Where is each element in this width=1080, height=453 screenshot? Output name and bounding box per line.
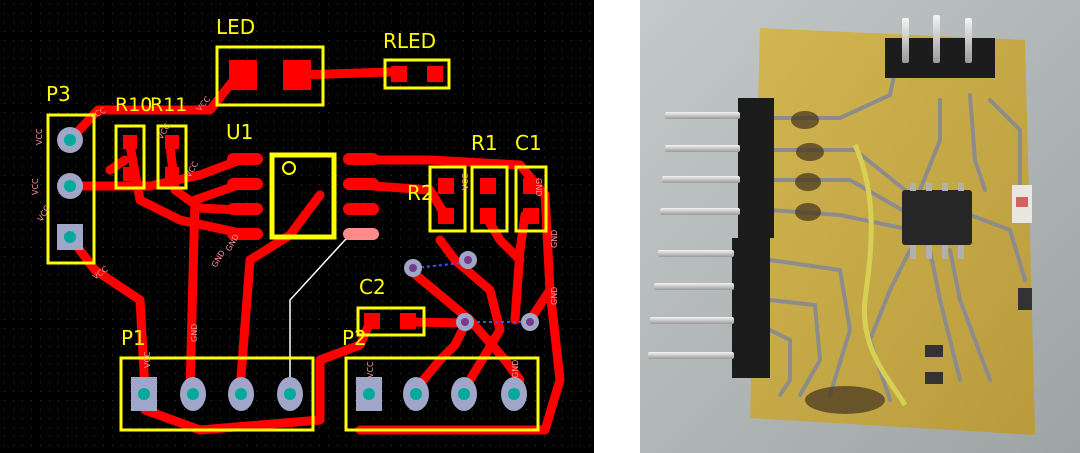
r10-outline: [114, 124, 146, 190]
p1-label: P1: [121, 326, 146, 350]
rled-outline: [383, 58, 451, 90]
left-header-lower: [732, 238, 770, 378]
r2-outline: [428, 165, 467, 233]
pcb-layout-view: LED RLED P3 R10 R11 U1 R1 C1 R2 C2 P1 P2…: [0, 0, 594, 453]
left-header-upper: [738, 98, 774, 238]
top-header-pins: [902, 15, 972, 63]
left-header-pins: [648, 112, 740, 359]
led-outline: [215, 45, 325, 107]
c1-label: C1: [515, 131, 542, 155]
r10-label: R10: [115, 94, 152, 116]
board-photo: [640, 0, 1080, 453]
led-pad: [283, 60, 311, 90]
p2-outline: [344, 356, 540, 432]
led-label: LED: [216, 15, 255, 39]
smd-resistor: [1018, 288, 1032, 310]
r11-outline: [156, 124, 188, 190]
ic-chip: [902, 190, 972, 245]
p1-outline: [119, 356, 315, 432]
net-label-gnd: GND: [534, 178, 543, 196]
r11-label: R11: [150, 94, 187, 116]
pcb-layout-canvas: LED RLED P3 R10 R11 U1 R1 C1 R2 C2 P1 P2…: [0, 0, 594, 453]
rled-pad: [391, 66, 407, 82]
net-label-vcc: VCC: [35, 128, 44, 145]
u1-outline: [269, 152, 337, 240]
c2-outline: [356, 306, 426, 337]
c1-outline: [514, 165, 548, 233]
u1-label: U1: [226, 120, 253, 144]
rled-label: RLED: [383, 29, 436, 53]
r1-outline: [470, 165, 509, 233]
u1-pads: [227, 153, 379, 240]
rled-pad: [427, 66, 443, 82]
p2-label: P2: [342, 326, 367, 350]
r1-label: R1: [471, 131, 498, 155]
c2-label: C2: [359, 275, 386, 299]
board-photo-canvas: [640, 0, 1080, 453]
p3-outline: [46, 113, 96, 265]
smd-resistor: [925, 372, 943, 384]
copper-traces: [65, 67, 565, 435]
solder-joints: [791, 111, 885, 414]
led-pad: [229, 60, 257, 90]
net-label-vcc: VCC: [31, 178, 40, 195]
vias: [404, 251, 539, 331]
ic-pins: [910, 183, 964, 259]
u1-pin1-marker: [282, 161, 296, 175]
smd-resistor: [925, 345, 943, 357]
p3-label: P3: [46, 82, 71, 106]
net-label-vcc: VCC: [366, 361, 375, 378]
net-label-vcc: VCC: [143, 351, 152, 368]
net-label-vcc: VCC: [461, 173, 470, 190]
net-label-gnd: GND: [550, 230, 559, 248]
jumper-wire: [852, 143, 908, 407]
net-label-gnd: GND: [511, 360, 520, 378]
net-label-gnd: GND: [550, 287, 559, 305]
net-label-gnd: GND: [190, 324, 199, 342]
r2-label: R2: [407, 181, 434, 205]
pcb-substrate: [750, 28, 1035, 435]
